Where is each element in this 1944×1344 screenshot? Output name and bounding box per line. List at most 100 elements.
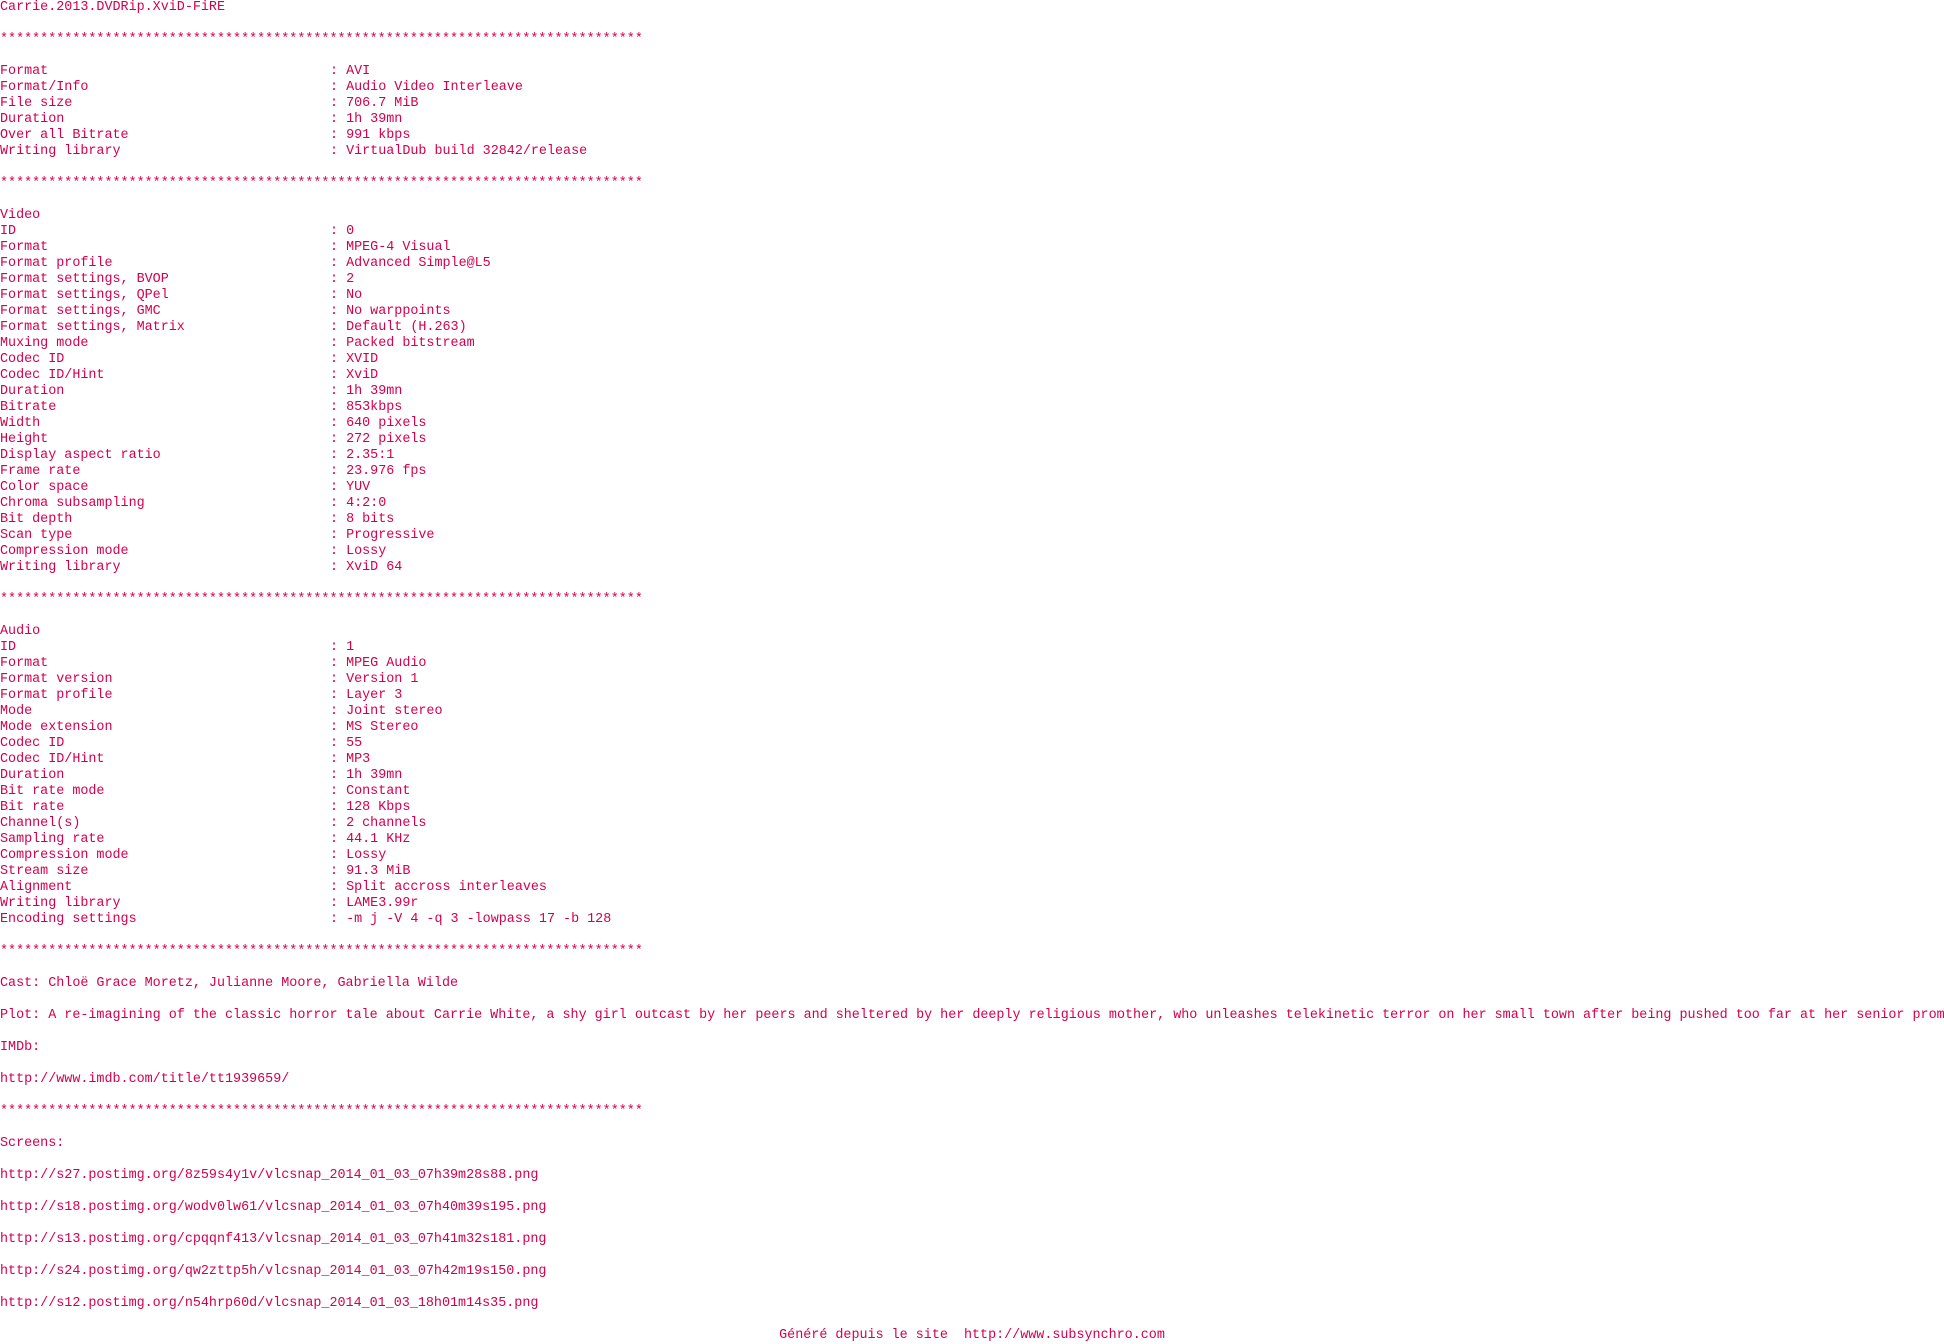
- field-colon: :: [330, 640, 347, 655]
- video-field: ID: 0: [0, 224, 1944, 240]
- field-value: Advanced Simple@L5: [346, 256, 491, 271]
- field-colon: :: [330, 384, 347, 399]
- screenshot-link[interactable]: http://s24.postimg.org/qw2zttp5h/vlcsnap…: [0, 1264, 547, 1279]
- field-colon: :: [330, 720, 347, 735]
- field-label: Muxing mode: [0, 336, 89, 351]
- blank-line: [0, 1120, 1944, 1136]
- video-field: Format profile: Advanced Simple@L5: [0, 256, 1944, 272]
- field-colon: :: [330, 272, 347, 287]
- audio-field: Codec ID/Hint: MP3: [0, 752, 1944, 768]
- screenshot-link[interactable]: http://s27.postimg.org/8z59s4y1v/vlcsnap…: [0, 1168, 539, 1183]
- audio-heading: Audio: [0, 624, 41, 639]
- field-value: AVI: [346, 64, 371, 79]
- field-label: Format settings, Matrix: [0, 320, 185, 335]
- video-field: Bitrate: 853kbps: [0, 400, 1944, 416]
- screenshot-link[interactable]: http://s13.postimg.org/cpqqnf413/vlcsnap…: [0, 1232, 547, 1247]
- screenshot-link[interactable]: http://s12.postimg.org/n54hrp60d/vlcsnap…: [0, 1296, 539, 1311]
- field-label: Format: [0, 64, 49, 79]
- audio-field: Sampling rate: 44.1 KHz: [0, 832, 1944, 848]
- field-colon: :: [330, 896, 347, 911]
- field-label: Format profile: [0, 256, 113, 271]
- field-label: Duration: [0, 768, 65, 783]
- video-field: Duration: 1h 39mn: [0, 384, 1944, 400]
- field-label: Bit rate: [0, 800, 65, 815]
- field-label: Frame rate: [0, 464, 81, 479]
- field-colon: :: [330, 240, 347, 255]
- video-field: Codec ID/Hint: XviD: [0, 368, 1944, 384]
- field-colon: :: [330, 752, 347, 767]
- audio-field: Format version: Version 1: [0, 672, 1944, 688]
- screenshot-link-line: http://s27.postimg.org/8z59s4y1v/vlcsnap…: [0, 1168, 1944, 1184]
- field-colon: :: [330, 144, 347, 159]
- field-value: XVID: [346, 352, 379, 367]
- general-field: Writing library: VirtualDub build 32842/…: [0, 144, 1944, 160]
- audio-field: Compression mode: Lossy: [0, 848, 1944, 864]
- blank-line: [0, 160, 1944, 176]
- field-colon: :: [330, 304, 347, 319]
- video-field: Display aspect ratio: 2.35:1: [0, 448, 1944, 464]
- video-field: Format settings, BVOP: 2: [0, 272, 1944, 288]
- video-field: Frame rate: 23.976 fps: [0, 464, 1944, 480]
- field-colon: :: [330, 96, 347, 111]
- video-field: Muxing mode: Packed bitstream: [0, 336, 1944, 352]
- video-field: Format: MPEG-4 Visual: [0, 240, 1944, 256]
- plot-line: Plot: A re-imagining of the classic horr…: [0, 1008, 1944, 1023]
- field-value: 640 pixels: [346, 416, 427, 431]
- audio-field: Bit rate: 128 Kbps: [0, 800, 1944, 816]
- field-colon: :: [330, 864, 347, 879]
- field-label: Duration: [0, 112, 65, 127]
- field-label: Channel(s): [0, 816, 81, 831]
- field-value: Split accross interleaves: [346, 880, 547, 895]
- field-label: Mode extension: [0, 720, 113, 735]
- field-value: 272 pixels: [346, 432, 427, 447]
- field-colon: :: [330, 112, 347, 127]
- blank-line: [0, 1088, 1944, 1104]
- field-label: Height: [0, 432, 49, 447]
- screenshot-link[interactable]: http://s18.postimg.org/wodv0lw61/vlcsnap…: [0, 1200, 547, 1215]
- field-colon: :: [330, 768, 347, 783]
- field-label: File size: [0, 96, 73, 111]
- field-label: Format profile: [0, 688, 113, 703]
- field-label: Color space: [0, 480, 89, 495]
- video-field: Writing library: XviD 64: [0, 560, 1944, 576]
- field-value: LAME3.99r: [346, 896, 419, 911]
- field-label: Codec ID: [0, 736, 65, 751]
- imdb-link[interactable]: http://www.imdb.com/title/tt1939659/: [0, 1072, 290, 1087]
- field-colon: :: [330, 912, 347, 927]
- video-field: Bit depth: 8 bits: [0, 512, 1944, 528]
- audio-field: Mode extension: MS Stereo: [0, 720, 1944, 736]
- field-colon: :: [330, 128, 347, 143]
- field-colon: :: [330, 336, 347, 351]
- video-field: Height: 272 pixels: [0, 432, 1944, 448]
- field-colon: :: [330, 800, 347, 815]
- audio-field: Writing library: LAME3.99r: [0, 896, 1944, 912]
- field-colon: :: [330, 432, 347, 447]
- audio-field: Codec ID: 55: [0, 736, 1944, 752]
- field-colon: :: [330, 288, 347, 303]
- field-value: Lossy: [346, 544, 387, 559]
- field-colon: :: [330, 832, 347, 847]
- screenshot-link-line: http://s24.postimg.org/qw2zttp5h/vlcsnap…: [0, 1264, 1944, 1280]
- screenshot-link-line: http://s18.postimg.org/wodv0lw61/vlcsnap…: [0, 1200, 1944, 1216]
- video-field: Format settings, QPel: No: [0, 288, 1944, 304]
- field-colon: :: [330, 400, 347, 415]
- video-field: Format settings, GMC: No warppoints: [0, 304, 1944, 320]
- field-label: Format settings, BVOP: [0, 272, 169, 287]
- field-label: Codec ID/Hint: [0, 752, 105, 767]
- field-label: Writing library: [0, 144, 121, 159]
- field-value: No warppoints: [346, 304, 451, 319]
- video-field: Color space: YUV: [0, 480, 1944, 496]
- field-label: Width: [0, 416, 41, 431]
- video-field: Format settings, Matrix: Default (H.263): [0, 320, 1944, 336]
- field-value: 706.7 MiB: [346, 96, 419, 111]
- field-value: Progressive: [346, 528, 435, 543]
- field-label: Writing library: [0, 896, 121, 911]
- general-field: Over all Bitrate: 991 kbps: [0, 128, 1944, 144]
- field-value: MP3: [346, 752, 371, 767]
- blank-line: [0, 16, 1944, 32]
- video-field: Codec ID: XVID: [0, 352, 1944, 368]
- field-value: 128 Kbps: [346, 800, 411, 815]
- separator: ****************************************…: [0, 176, 643, 191]
- field-colon: :: [330, 880, 347, 895]
